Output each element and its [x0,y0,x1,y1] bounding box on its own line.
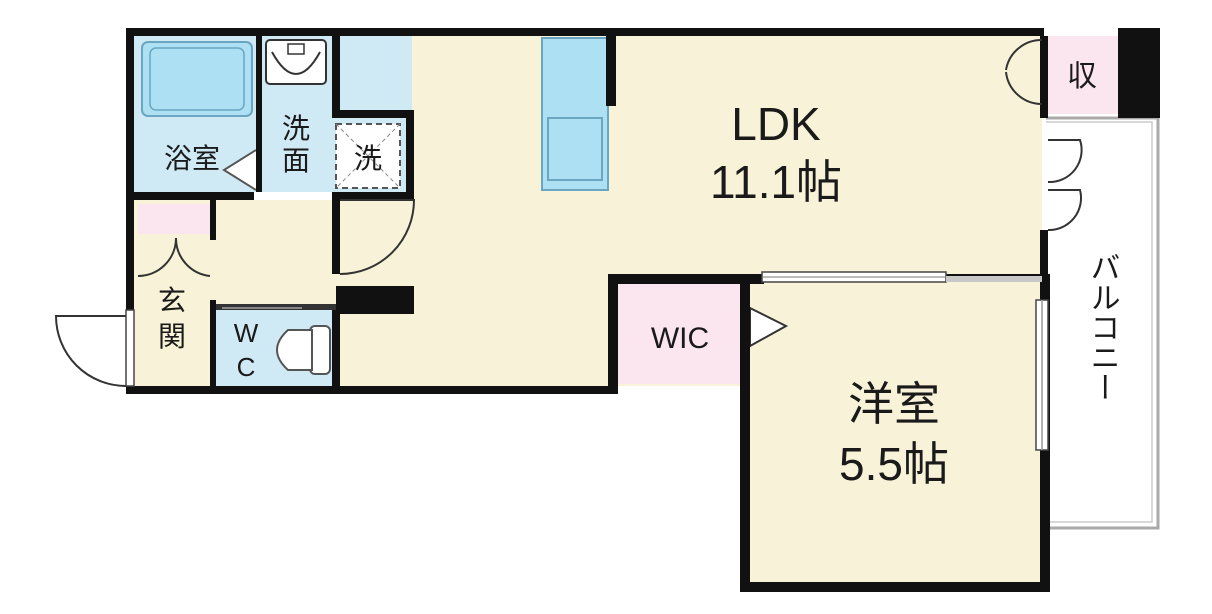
entrance-name-1: 玄 [158,285,186,316]
bathroom-name: 浴室 [164,143,220,174]
toilet-name-2: C [237,352,256,382]
windows [125,299,1049,451]
kitchen-sink [547,117,603,181]
wall-top [126,28,1044,36]
wall-left-upper [126,28,134,200]
storage-name: 収 [1067,60,1097,93]
window-entrance [125,309,135,387]
ldk-size: 11.1帖 [710,156,842,208]
wall-left-lower [126,200,134,310]
western-room-floor [748,280,1042,582]
wall-block [336,286,414,314]
toilet-name-1: W [234,318,259,348]
entrance-door [54,315,127,387]
labels: LDK 11.1帖 洋室 5.5帖 浴室 洗 面 洗 玄 関 W C WIC 収… [158,60,1119,490]
washer-name: 洗 [354,143,382,174]
western-room-size: 5.5帖 [839,438,949,490]
shoe-storage-floor [138,204,210,234]
washroom-name-1: 洗 [282,113,310,144]
western-room-name: 洋室 [848,378,940,430]
balcony [1046,116,1160,530]
bathroom-door-marker [222,149,257,191]
hall-floor [216,200,340,304]
washroom-name-2: 面 [282,145,310,176]
ldk-name: LDK [731,98,821,150]
balcony-outline [1046,116,1160,530]
fixtures [141,37,789,375]
storage-floor [1046,36,1118,114]
doors [54,38,1083,387]
sliding-partition [761,271,1042,283]
toilet-bowl [276,329,313,371]
hall-door [339,199,416,275]
wic-name: WIC [651,322,709,355]
entrance-name-2: 関 [158,321,186,352]
balcony-name: バルコニー [1086,252,1119,402]
wall-bottom [126,386,616,394]
wic-floor [616,284,744,384]
bathtub [141,41,253,117]
